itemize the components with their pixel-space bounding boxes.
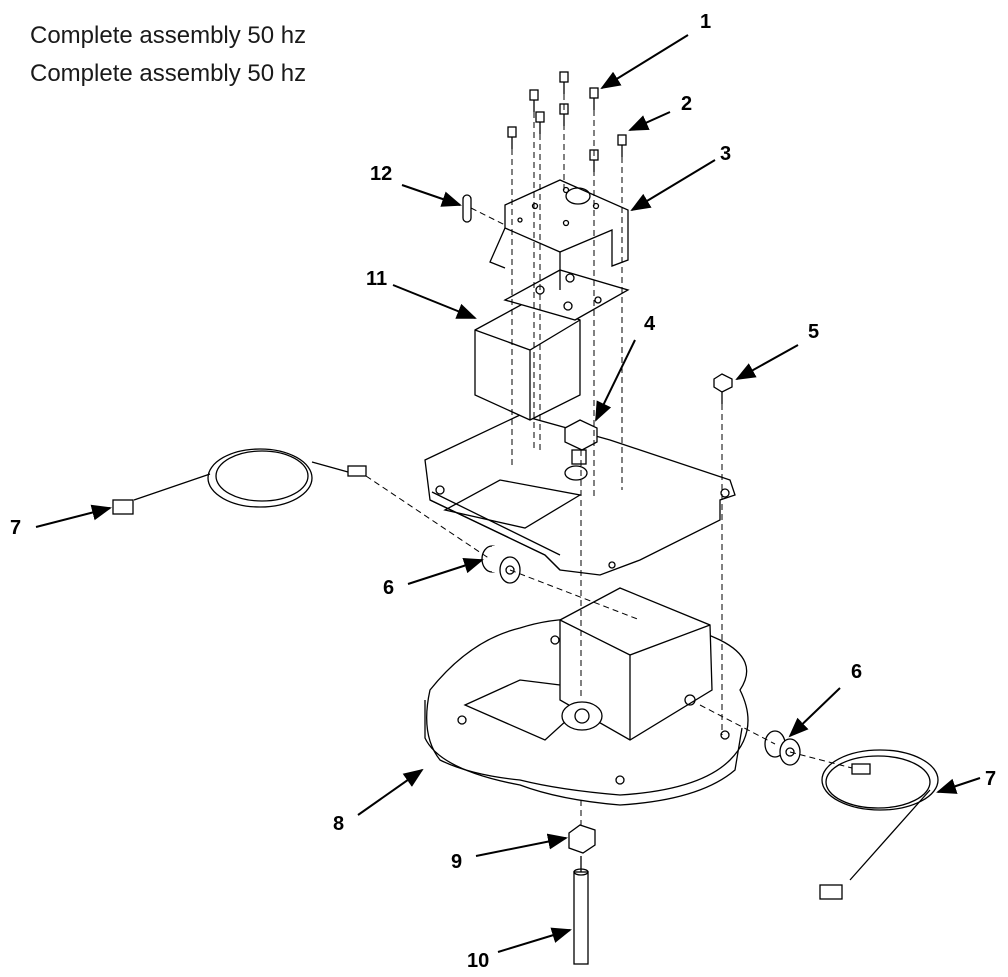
nut-9 — [568, 824, 596, 854]
cable-7-right — [819, 749, 939, 900]
callout-2-leader — [628, 111, 671, 131]
callout-9: 9 — [451, 851, 462, 873]
clip-12 — [462, 194, 472, 223]
cable-7-left — [112, 448, 367, 515]
callout-6a-leader — [407, 557, 484, 585]
shaft-10 — [573, 871, 589, 965]
screws-2 — [507, 111, 627, 172]
bushing-6b — [764, 730, 801, 766]
callout-1-leader — [600, 34, 689, 90]
screw-5 — [713, 373, 733, 393]
callout-11: 11 — [366, 268, 387, 290]
callout-7b: 7 — [985, 768, 996, 790]
callout-10: 10 — [467, 950, 489, 972]
callout-3: 3 — [720, 143, 731, 165]
callout-2: 2 — [681, 93, 692, 115]
bushing-6a — [481, 545, 521, 584]
diagram-title-line-1: Complete assembly 50 hz — [30, 22, 307, 49]
fitting-4 — [564, 419, 598, 451]
callout-4: 4 — [644, 313, 656, 335]
callout-6a: 6 — [383, 577, 394, 599]
bracket — [504, 179, 629, 267]
callout-7a-leader — [35, 504, 112, 528]
callout-8: 8 — [333, 813, 344, 835]
callout-1: 1 — [700, 11, 711, 33]
callout-5: 5 — [808, 321, 819, 343]
callout-12-leader — [401, 184, 462, 207]
callout-10-leader — [497, 927, 572, 953]
callout-12: 12 — [370, 163, 392, 185]
transformer-housing — [559, 587, 713, 741]
plate-window — [443, 479, 582, 529]
callout-3-leader — [630, 159, 716, 212]
callout-8-leader — [357, 768, 424, 816]
callout-7a: 7 — [10, 517, 21, 539]
callout-7b-leader — [936, 777, 981, 794]
diagram-title-line-2: Complete assembly 50 hz — [30, 60, 307, 87]
callout-11-leader — [392, 284, 477, 319]
callout-6b-leader — [788, 687, 841, 738]
callout-6b: 6 — [851, 661, 862, 683]
callout-5-leader — [735, 344, 799, 380]
solenoid-body — [474, 299, 581, 421]
callout-9-leader — [475, 833, 568, 857]
callout-4-leader — [595, 339, 636, 422]
